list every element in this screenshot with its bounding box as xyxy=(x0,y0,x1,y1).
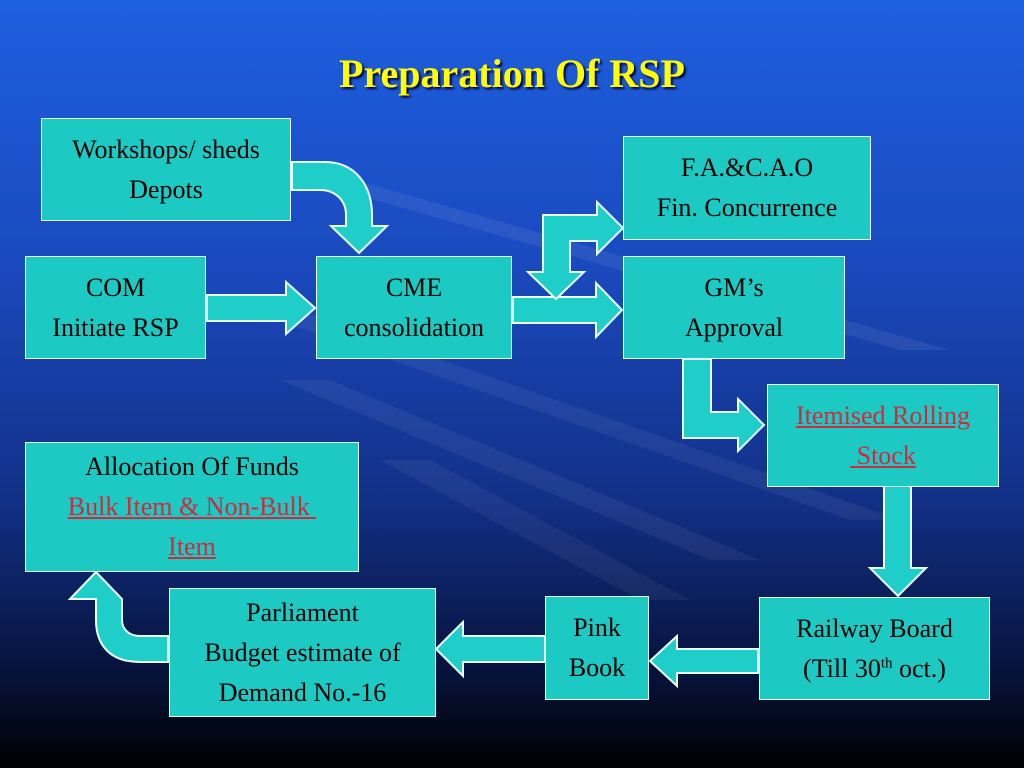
gm-line2: Approval xyxy=(684,312,784,342)
arrow-cme-to-gm xyxy=(512,280,624,340)
gm-line1: GM’s xyxy=(704,272,764,302)
box-parliament: Parliament Budget estimate of Demand No.… xyxy=(169,588,436,717)
com-line2: Initiate RSP xyxy=(52,312,179,342)
curved-arrow-parliament-to-allocation xyxy=(67,570,169,663)
railway-board-line1: Railway Board xyxy=(796,613,953,643)
com-line1: COM xyxy=(85,272,146,302)
curved-arrow-workshops-to-cme xyxy=(291,161,390,255)
slide-title: Preparation Of RSP xyxy=(339,51,685,96)
railway-board-date-post: oct.) xyxy=(892,653,946,683)
railway-board-date-sup: th xyxy=(880,654,893,671)
arrow-gm-to-itemised xyxy=(682,358,766,454)
fa-cao-line1: F.A.&C.A.O xyxy=(680,153,814,182)
parliament-line3: Demand No.-16 xyxy=(218,677,387,707)
railway-board-date-pre: (Till 30 xyxy=(803,653,881,683)
arrow-itemised-to-railway-board xyxy=(867,485,929,598)
arrow-com-to-cme xyxy=(206,279,317,337)
box-railway-board: Railway Board (Till 30th oct.) xyxy=(759,597,990,700)
box-itemised-rolling-stock: Itemised Rolling Stock xyxy=(767,384,999,487)
itemised-link-line2[interactable]: Stock xyxy=(850,440,916,470)
pink-book-line1: Pink xyxy=(573,613,621,642)
itemised-link-line1[interactable]: Itemised Rolling xyxy=(795,400,971,430)
fa-cao-line2: Fin. Concurrence xyxy=(656,193,838,222)
allocation-link-line2[interactable]: Bulk Item & Non-Bulk xyxy=(67,492,317,521)
box-workshops-depots: Workshops/ sheds Depots xyxy=(41,118,291,221)
arrow-railway-board-to-pink-book xyxy=(648,633,759,689)
workshops-line1: Workshops/ sheds xyxy=(72,134,260,164)
railway-board-line2: (Till 30th oct.) xyxy=(760,649,989,689)
box-cme: CME consolidation xyxy=(316,256,512,359)
allocation-link-line3[interactable]: Item xyxy=(168,532,216,561)
box-pink-book: Pink Book xyxy=(545,596,649,700)
pink-book-line2: Book xyxy=(568,653,626,682)
box-com: COM Initiate RSP xyxy=(25,256,206,359)
allocation-line1: Allocation Of Funds xyxy=(85,452,299,481)
parliament-line1: Parliament xyxy=(246,597,359,627)
box-gm-approval: GM’s Approval xyxy=(623,256,845,359)
double-arrow-gm-fa xyxy=(525,199,625,301)
parliament-line2: Budget estimate of xyxy=(204,637,401,667)
workshops-line2: Depots xyxy=(129,174,203,204)
box-fa-cao: F.A.&C.A.O Fin. Concurrence xyxy=(623,136,871,240)
box-allocation-of-funds: Allocation Of Funds Bulk Item & Non-Bulk… xyxy=(25,442,359,572)
arrow-pink-book-to-parliament xyxy=(434,619,546,679)
cme-line2: consolidation xyxy=(343,312,485,342)
cme-line1: CME xyxy=(385,272,443,302)
